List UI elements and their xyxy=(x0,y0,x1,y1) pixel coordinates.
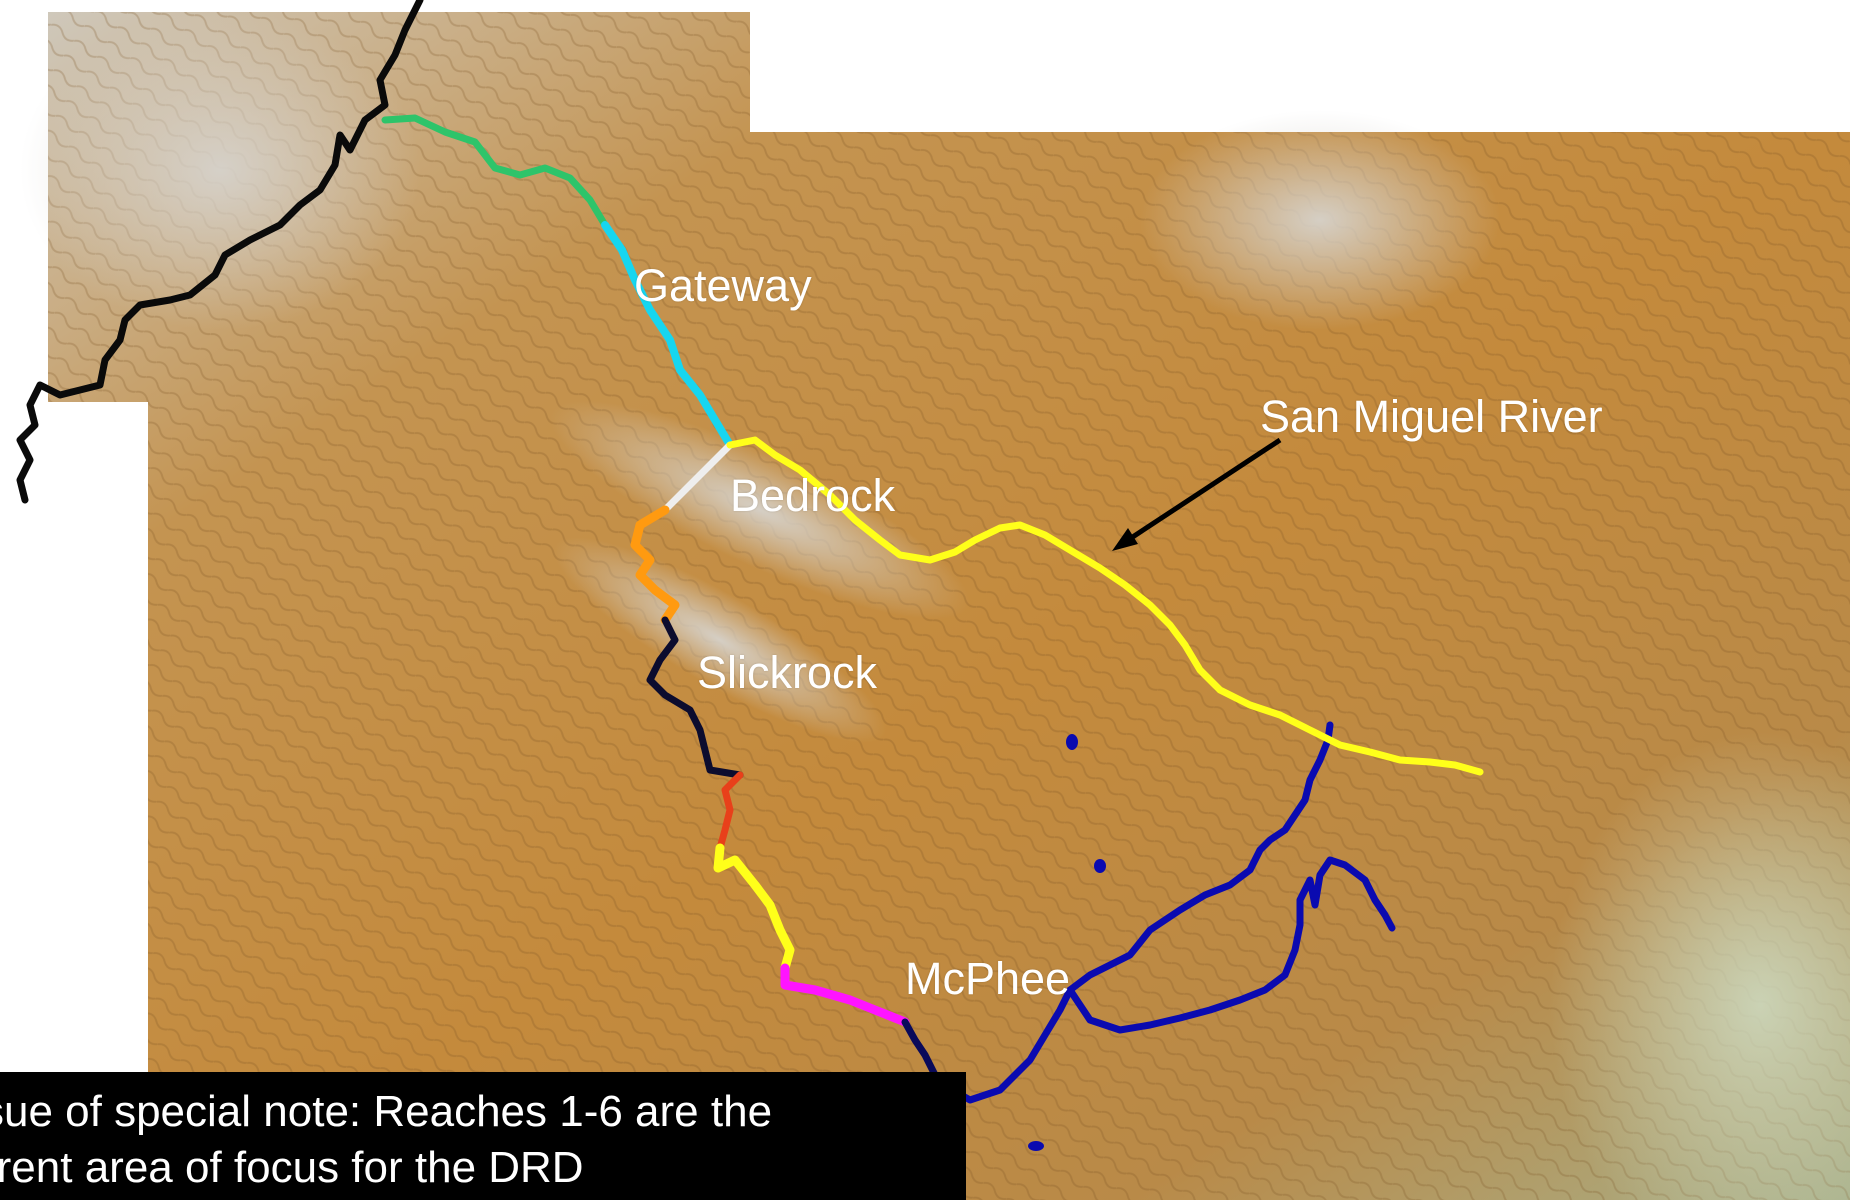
river-black-northwest xyxy=(16,0,424,504)
reach-green xyxy=(381,114,609,229)
label-slickrock: Slickrock xyxy=(697,647,878,698)
pale-valley-slickrock xyxy=(553,537,887,743)
river-san-miguel xyxy=(726,436,1484,776)
pond xyxy=(1066,734,1078,750)
note-text: sue of special note: Reaches 1-6 are the… xyxy=(0,1087,773,1192)
reach-magenta xyxy=(780,963,910,1027)
pointer-arrow xyxy=(1112,437,1282,551)
pale-plateau-east xyxy=(1140,110,1500,330)
label-mcphee: McPhee xyxy=(905,953,1071,1004)
reach-yellow-lower xyxy=(713,843,795,973)
reach-blue-dark xyxy=(901,1018,939,1079)
pale-valley-central xyxy=(550,400,970,620)
reach-navy xyxy=(646,616,744,779)
label-bedrock: Bedrock xyxy=(730,470,896,521)
reach-red xyxy=(716,771,744,852)
river-blue-fork xyxy=(1066,856,1396,1034)
label-san-miguel-river: San Miguel River xyxy=(1260,391,1603,442)
river-blue-upper xyxy=(931,721,1334,1104)
pond xyxy=(1028,1141,1044,1151)
green-highlands xyxy=(1250,420,1850,1200)
pond xyxy=(1094,859,1106,873)
reach-orange xyxy=(630,505,680,625)
reach-white xyxy=(661,441,734,514)
pale-valley-north xyxy=(20,10,420,330)
note-box: sue of special note: Reaches 1-6 are the… xyxy=(0,1072,966,1200)
label-gateway: Gateway xyxy=(634,260,812,311)
reach-cyan xyxy=(601,221,734,449)
